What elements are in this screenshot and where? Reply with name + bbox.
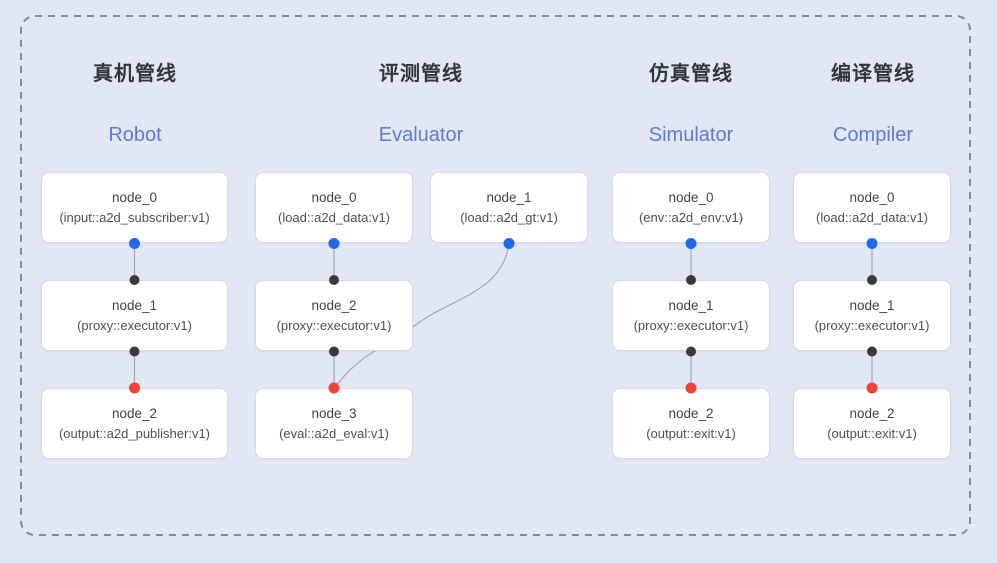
node-box-simulator-node2: node_2 (output::exit:v1) bbox=[612, 388, 770, 459]
node-box-compiler-node0: node_0 (load::a2d_data:v1) bbox=[793, 172, 951, 243]
node-name: node_3 bbox=[311, 406, 357, 421]
node-box-evaluator-node2: node_2 (proxy::executor:v1) bbox=[255, 280, 413, 351]
node-type: (output::exit:v1) bbox=[646, 426, 736, 441]
pipeline-title-zh: 真机管线 bbox=[93, 63, 177, 85]
pipeline-header-robot: 真机管线 Robot bbox=[93, 61, 177, 147]
node-box-evaluator-node0: node_0 (load::a2d_data:v1) bbox=[255, 172, 413, 243]
pipeline-title-en: Simulator bbox=[648, 124, 734, 146]
node-type: (output::a2d_publisher:v1) bbox=[58, 426, 211, 441]
node-name: node_1 bbox=[849, 298, 895, 313]
node-name: node_0 bbox=[111, 190, 158, 205]
node-name: node_1 bbox=[111, 298, 158, 313]
pipeline-title-en: Robot bbox=[108, 124, 162, 146]
pipeline-header-evaluator: 评测管线 Evaluator bbox=[379, 61, 464, 147]
pipeline-title-zh: 仿真管线 bbox=[648, 63, 733, 85]
node-box-robot-node2: node_2 (output::a2d_publisher:v1) bbox=[41, 388, 228, 459]
node-box-robot-node1: node_1 (proxy::executor:v1) bbox=[41, 280, 228, 351]
node-type: (eval::a2d_eval:v1) bbox=[279, 426, 389, 441]
node-type: (proxy::executor:v1) bbox=[633, 318, 749, 333]
node-box-simulator-node1: node_1 (proxy::executor:v1) bbox=[612, 280, 770, 351]
node-type: (load::a2d_gt:v1) bbox=[460, 210, 558, 225]
pipeline-header-compiler: 编译管线 Compiler bbox=[831, 61, 915, 147]
node-box-evaluator-node1: node_1 (load::a2d_gt:v1) bbox=[430, 172, 588, 243]
pipeline-title-en: Evaluator bbox=[378, 124, 464, 146]
node-name: node_2 bbox=[849, 406, 895, 421]
pipeline-title-zh: 编译管线 bbox=[831, 63, 915, 85]
node-type: (env::a2d_env:v1) bbox=[638, 210, 744, 225]
node-type: (proxy::executor:v1) bbox=[77, 318, 192, 333]
node-box-evaluator-node3: node_3 (eval::a2d_eval:v1) bbox=[255, 388, 413, 459]
node-box-compiler-node1: node_1 (proxy::executor:v1) bbox=[793, 280, 951, 351]
node-type: (load::a2d_data:v1) bbox=[815, 210, 929, 225]
node-box-compiler-node2: node_2 (output::exit:v1) bbox=[793, 388, 951, 459]
node-name: node_2 bbox=[311, 298, 357, 313]
node-box-simulator-node0: node_0 (env::a2d_env:v1) bbox=[612, 172, 770, 243]
pipeline-title-zh: 评测管线 bbox=[379, 63, 463, 85]
node-name: node_0 bbox=[668, 190, 714, 205]
node-box-robot-node0: node_0 (input::a2d_subscriber:v1) bbox=[41, 172, 228, 243]
node-type: (load::a2d_data:v1) bbox=[277, 210, 391, 225]
node-type: (proxy::executor:v1) bbox=[814, 318, 930, 333]
node-name: node_2 bbox=[668, 406, 714, 421]
node-name: node_1 bbox=[668, 298, 714, 313]
pipeline-header-simulator: 仿真管线 Simulator bbox=[649, 61, 733, 147]
pipeline-title-en: Compiler bbox=[832, 124, 914, 146]
node-type: (proxy::executor:v1) bbox=[276, 318, 392, 333]
node-name: node_0 bbox=[311, 190, 357, 205]
node-type: (input::a2d_subscriber:v1) bbox=[59, 210, 210, 225]
node-name: node_1 bbox=[486, 190, 532, 205]
node-type: (output::exit:v1) bbox=[827, 426, 917, 441]
node-name: node_0 bbox=[849, 190, 895, 205]
node-name: node_2 bbox=[111, 406, 158, 421]
